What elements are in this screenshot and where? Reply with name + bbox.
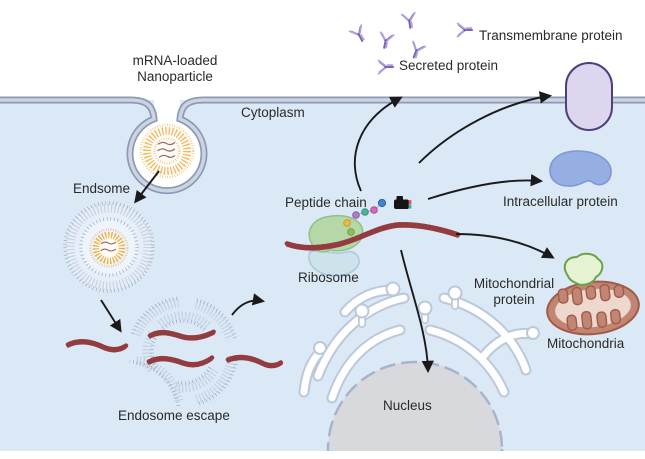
- mitochondrial-protein-label: Mitochondrial protein: [462, 276, 566, 308]
- arrow-to-secreted-protein: [353, 96, 403, 192]
- ribosome-label: Ribosome: [298, 270, 359, 285]
- arrow-escape-to-ribosome: [231, 293, 266, 316]
- mrna-nanoparticle-label-line1: mRNA-loaded: [132, 53, 218, 68]
- transmembrane-protein-label: Transmembrane protein: [479, 28, 623, 43]
- arrow-to-mitochondria: [455, 233, 555, 259]
- mrna-strand-icon: [157, 141, 176, 158]
- arrow-to-transmembrane-protein: [418, 91, 553, 164]
- mitochondria-icon: [546, 280, 640, 336]
- nucleus-icon: [326, 360, 504, 459]
- arrow-to-intracellular-protein: [427, 174, 544, 200]
- endoplasmic-reticulum-icon: [298, 281, 540, 404]
- mitochondrial-protein-label-line2: protein: [493, 292, 535, 307]
- translation-machine-icon: [394, 196, 412, 209]
- mrna-strand-icon: [65, 329, 285, 369]
- lipid-nanoparticle-icon: [139, 123, 195, 179]
- secreted-protein-label: Secreted protein: [399, 58, 499, 73]
- peptide-bead-chain-icon: [343, 198, 387, 236]
- mrna-nanoparticle-label-line2: Nanoparticle: [137, 69, 213, 84]
- flow-arrows: [100, 91, 555, 374]
- transmembrane-protein-icon: [565, 62, 613, 131]
- mitochondrial-protein-icon: [563, 252, 604, 286]
- intracellular-protein-label: Intracellular protein: [503, 194, 618, 209]
- endosome-vesicle-icon: [63, 201, 155, 293]
- nucleus-label: Nucleus: [383, 398, 432, 413]
- mrna-strand-icon: [284, 221, 461, 251]
- endosome-label: Endsome: [73, 181, 131, 196]
- intracellular-protein-icon: [549, 150, 612, 187]
- arrow-to-nucleus: [400, 249, 434, 374]
- bottom-margin: [0, 451, 645, 459]
- mitochondrial-protein-label-line1: Mitochondrial: [473, 276, 555, 291]
- arrow-endosome-to-escape: [100, 299, 122, 333]
- peptide-chain-label: Peptide chain: [285, 195, 367, 210]
- cell-membrane: [0, 96, 645, 195]
- endosome-escape-label: Endosome escape: [118, 408, 230, 423]
- cytoplasm-label: Cytoplasm: [241, 105, 305, 120]
- endosome-escape-vesicle-icon: [129, 296, 239, 407]
- mrna-strand-icon: [100, 241, 117, 252]
- mrna-nanoparticle-label: mRNA-loaded Nanoparticle: [116, 53, 234, 85]
- mitochondria-label: Mitochondria: [547, 336, 625, 351]
- arrow-nanoparticle-to-endosome: [134, 170, 160, 204]
